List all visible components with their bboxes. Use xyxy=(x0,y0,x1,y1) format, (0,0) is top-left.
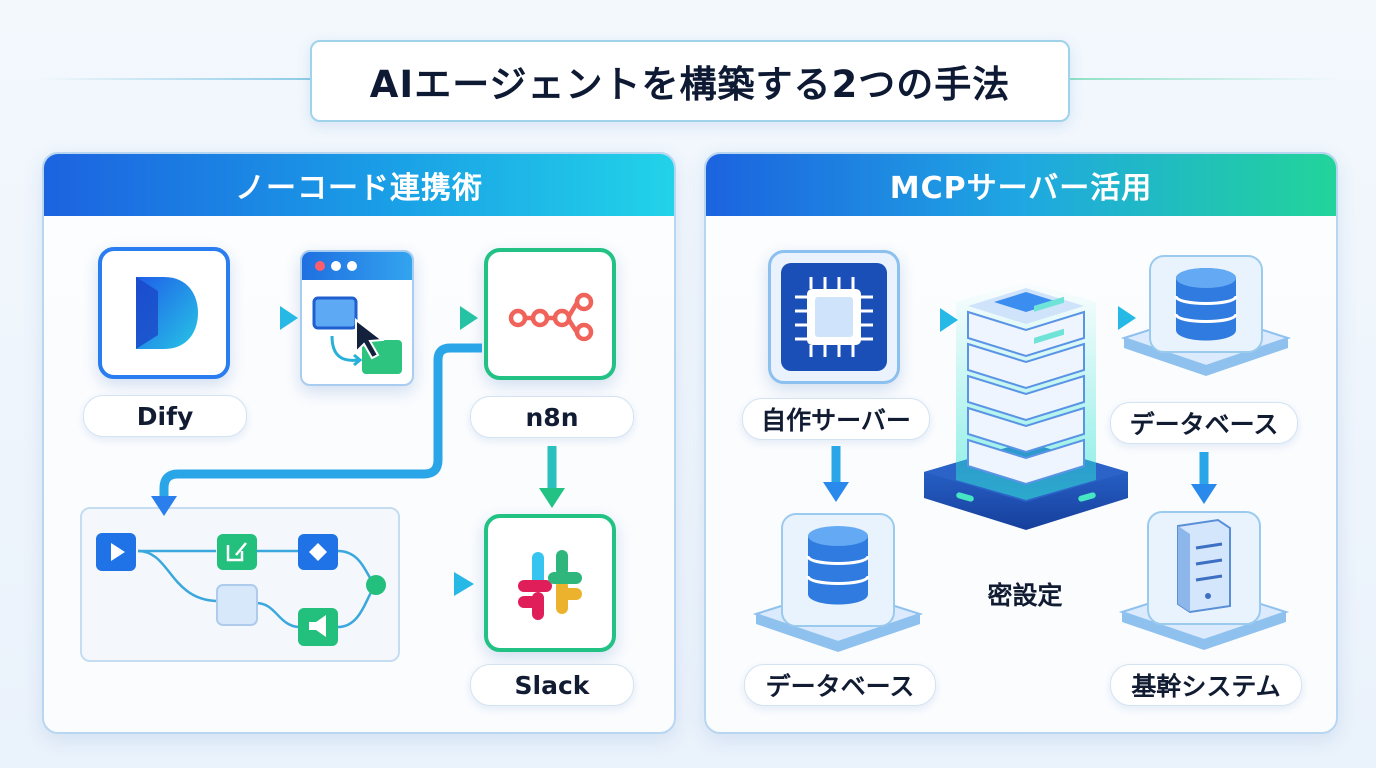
n8n-tile xyxy=(484,248,616,380)
no-code-panel-heading: ノーコード連携術 xyxy=(44,154,674,216)
dify-logo-icon xyxy=(136,277,198,349)
database-top-label: データベース xyxy=(1110,402,1298,444)
dify-tile xyxy=(98,247,230,379)
page-title: AIエージェントを構築する2つの手法 xyxy=(310,40,1070,122)
server-config-label: 密設定 xyxy=(987,581,1063,610)
slack-logo-icon xyxy=(518,550,582,620)
window-controls-icon xyxy=(315,261,357,271)
slack-tile xyxy=(484,514,616,652)
n8n-label: n8n xyxy=(470,396,634,438)
database-top-icon xyxy=(1120,255,1292,376)
n8n-logo-icon xyxy=(508,292,594,342)
server-tower-icon xyxy=(924,282,1128,530)
core-system-label: 基幹システム xyxy=(1110,664,1302,706)
custom-server-tile xyxy=(768,250,900,384)
core-system-server-icon xyxy=(1118,511,1290,650)
mcp-panel-heading: MCPサーバー活用 xyxy=(706,154,1336,216)
dify-label: Dify xyxy=(83,395,247,437)
database-bottom-icon xyxy=(752,513,924,652)
cpu-chip-icon xyxy=(781,263,887,371)
title-rule-left xyxy=(40,78,310,80)
drag-drop-icon xyxy=(312,296,402,374)
title-rule-right xyxy=(1066,78,1336,80)
database-bottom-label: データベース xyxy=(744,664,936,706)
slack-label: Slack xyxy=(470,664,634,706)
browser-builder-tile xyxy=(300,250,414,386)
custom-server-label: 自作サーバー xyxy=(742,398,930,440)
workflow-graph-icon xyxy=(96,533,386,646)
